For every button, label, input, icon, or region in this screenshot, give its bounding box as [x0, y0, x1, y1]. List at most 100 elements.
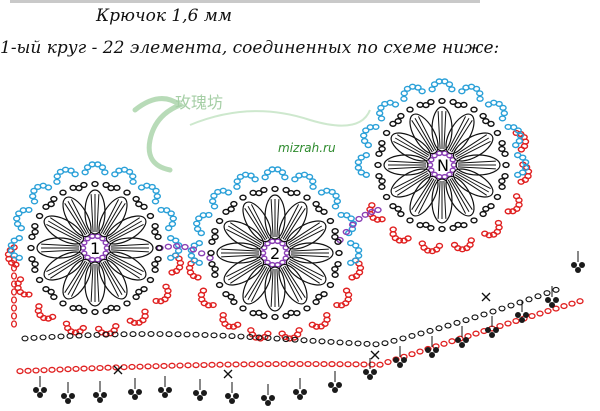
- treble-stitch: [250, 204, 270, 239]
- treble-stitch: [244, 265, 266, 298]
- red-scallop-chain: [229, 323, 238, 330]
- blue-scallop-chain: [362, 152, 371, 159]
- motif-number-label: 1: [90, 239, 100, 258]
- treble-stitch: [282, 266, 303, 301]
- blue-scallop-chain: [400, 95, 408, 102]
- outer-chain-ring: [416, 101, 424, 108]
- outer-chain-ring: [312, 200, 320, 208]
- outer-chain-ring: [132, 293, 140, 301]
- picot-dot: [166, 387, 172, 393]
- bottom-red-chain: [160, 362, 168, 369]
- picot-cluster: [193, 379, 207, 401]
- treble-stitch: [456, 140, 491, 160]
- blue-scallop-chain: [129, 173, 137, 180]
- bottom-red-chain: [384, 358, 392, 366]
- outer-chain-ring: [303, 305, 311, 312]
- connector-chain: [361, 211, 370, 218]
- chain-stitch: [211, 265, 219, 273]
- bottom-red-chain: [472, 330, 480, 337]
- outer-chain-ring: [397, 112, 405, 120]
- treble-stitch: [454, 134, 487, 156]
- red-scallop-chain: [199, 287, 208, 294]
- connector-chain: [189, 246, 198, 253]
- bottom-red-chain: [248, 361, 256, 368]
- bottom-red-chain: [272, 361, 280, 368]
- blue-scallop-chain: [354, 164, 363, 171]
- outer-chain-ring: [102, 181, 110, 189]
- bottom-black-chain: [147, 331, 155, 337]
- bottom-black-chain: [246, 334, 254, 340]
- petal-outline: [223, 220, 265, 250]
- outer-chain-ring: [382, 193, 391, 201]
- picot-dot: [336, 382, 342, 388]
- bottom-red-chain: [16, 368, 24, 375]
- treble-stitch: [67, 261, 88, 296]
- treble-stitch: [244, 208, 266, 241]
- treble-stitch: [288, 260, 323, 281]
- bottom-black-chain: [309, 337, 317, 344]
- outer-chain-ring: [331, 271, 339, 278]
- treble-stitch: [447, 179, 467, 214]
- outer-chain-ring: [35, 212, 44, 220]
- picot-dot: [493, 327, 499, 333]
- outer-chain-ring: [249, 189, 257, 196]
- blue-scallop-chain: [7, 242, 16, 249]
- outer-chain-ring: [208, 261, 216, 268]
- blue-scallop-chain: [521, 164, 530, 171]
- outer-chain-ring: [320, 208, 328, 215]
- chain-stitch: [482, 118, 490, 125]
- center-chain-ring: [89, 256, 96, 263]
- connector-chain: [164, 243, 173, 250]
- blue-scallop-chain: [166, 254, 175, 261]
- bottom-black-chain: [165, 331, 173, 338]
- red-scallop-chain: [317, 323, 325, 330]
- bottom-red-chain: [176, 362, 184, 369]
- bottom-red-chain: [208, 361, 216, 368]
- side-red-chain: [10, 272, 18, 280]
- treble-stitch: [397, 134, 430, 156]
- chain-stitch: [31, 260, 39, 268]
- red-scallop-chain: [368, 202, 376, 209]
- bottom-black-chain: [399, 335, 407, 342]
- blue-scallop-chain: [346, 259, 355, 266]
- blue-scallop-chain: [472, 85, 481, 92]
- picot-cluster: [515, 301, 529, 323]
- single-crochet-mark: [223, 369, 233, 379]
- chain-stitch: [394, 205, 402, 212]
- picot-dot: [136, 389, 142, 395]
- treble-stitch: [270, 268, 274, 307]
- connector-chain: [181, 243, 189, 251]
- outer-chain-ring: [487, 120, 495, 127]
- picot-dot: [489, 332, 495, 338]
- red-scallop-chain: [400, 237, 408, 244]
- connector-chain: [367, 208, 376, 216]
- bottom-black-chain: [525, 296, 533, 303]
- picot-cluster: [328, 371, 342, 393]
- blue-scallop-chain: [17, 225, 25, 232]
- outer-chain-ring: [438, 97, 446, 105]
- outer-chain-ring: [91, 308, 99, 316]
- center-chain-ring: [436, 173, 443, 180]
- blue-scallop-chain: [476, 90, 484, 97]
- outer-chain-ring: [113, 305, 121, 312]
- bottom-black-chain: [39, 334, 47, 341]
- treble-stitch: [437, 180, 441, 219]
- petal-outline: [98, 196, 128, 238]
- petal-outline: [390, 168, 432, 198]
- treble-stitch: [454, 174, 487, 196]
- outer-chain-ring: [382, 129, 391, 137]
- blue-scallop-chain: [251, 176, 259, 183]
- bottom-red-chain: [304, 360, 312, 368]
- blue-scallop-chain: [305, 173, 314, 180]
- picot-dot: [301, 389, 307, 395]
- chain-stitch: [331, 233, 339, 241]
- treble-stitch: [394, 172, 429, 193]
- picot-cluster: [261, 384, 275, 406]
- red-scallop-chain: [389, 226, 397, 233]
- outer-chain-ring: [27, 244, 35, 252]
- petal-outline: [108, 237, 154, 259]
- bottom-black-chain: [489, 308, 497, 315]
- treble-stitch: [104, 260, 126, 293]
- treble-stitch: [388, 166, 427, 170]
- treble-stitch: [110, 243, 149, 247]
